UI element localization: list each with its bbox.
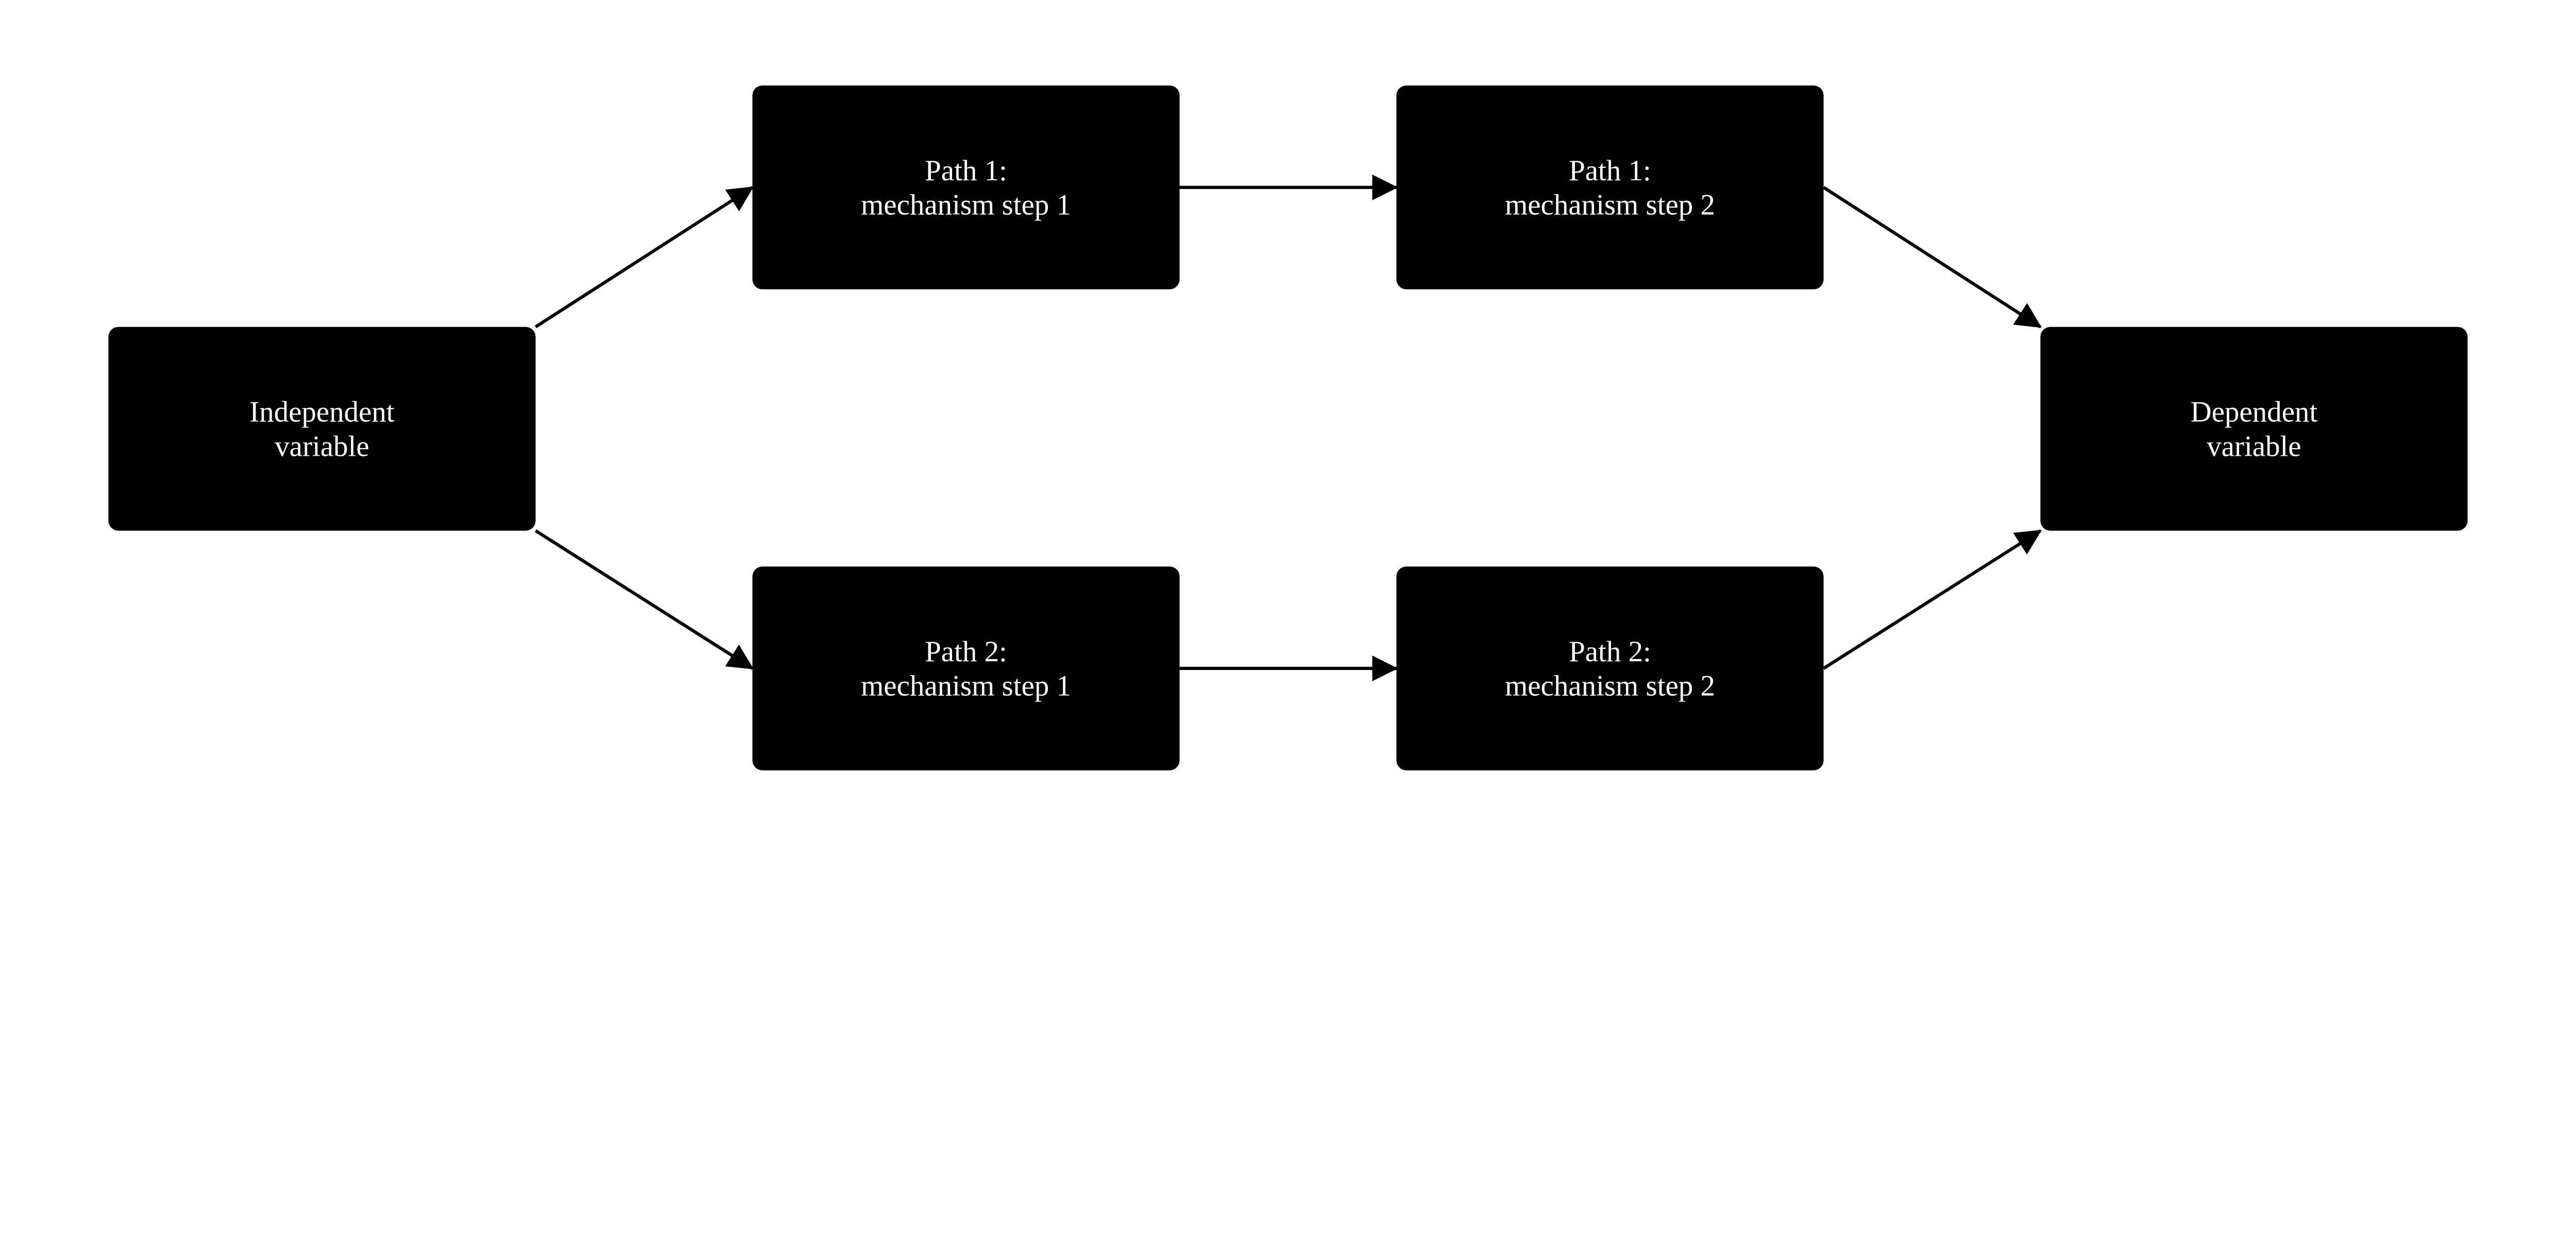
node-label-line: variable [275, 430, 369, 462]
node-box [752, 566, 1180, 770]
edge-p2s2-to-dv [1822, 529, 2042, 670]
node-label-line: Path 1: [925, 154, 1007, 187]
node-box [2040, 327, 2468, 531]
node-box [752, 85, 1180, 289]
node-label-line: Path 1: [1569, 154, 1651, 187]
node-label-line: mechanism step 1 [861, 670, 1071, 702]
node-label-line: Path 2: [925, 636, 1007, 668]
node-box [1396, 566, 1824, 770]
node-p2s2: Path 2:mechanism step 2 [1396, 566, 1824, 770]
node-box [1396, 85, 1824, 289]
node-label-line: Independent [249, 396, 395, 428]
node-label-line: variable [2207, 430, 2301, 462]
node-label-line: Dependent [2191, 396, 2318, 428]
edge-p1s2-to-dv [1822, 186, 2042, 329]
node-label-line: mechanism step 2 [1505, 670, 1715, 702]
node-box [108, 327, 536, 531]
edge-iv-to-p2s1 [534, 529, 754, 670]
node-p1s1: Path 1:mechanism step 1 [752, 85, 1180, 289]
node-label-line: Path 2: [1569, 636, 1651, 668]
node-label-line: mechanism step 2 [1505, 189, 1715, 221]
edges [534, 174, 2042, 681]
node-label-line: mechanism step 1 [861, 189, 1071, 221]
node-p2s1: Path 2:mechanism step 1 [752, 566, 1180, 770]
edge-iv-to-p1s1 [534, 186, 754, 329]
node-p1s2: Path 1:mechanism step 2 [1396, 85, 1824, 289]
